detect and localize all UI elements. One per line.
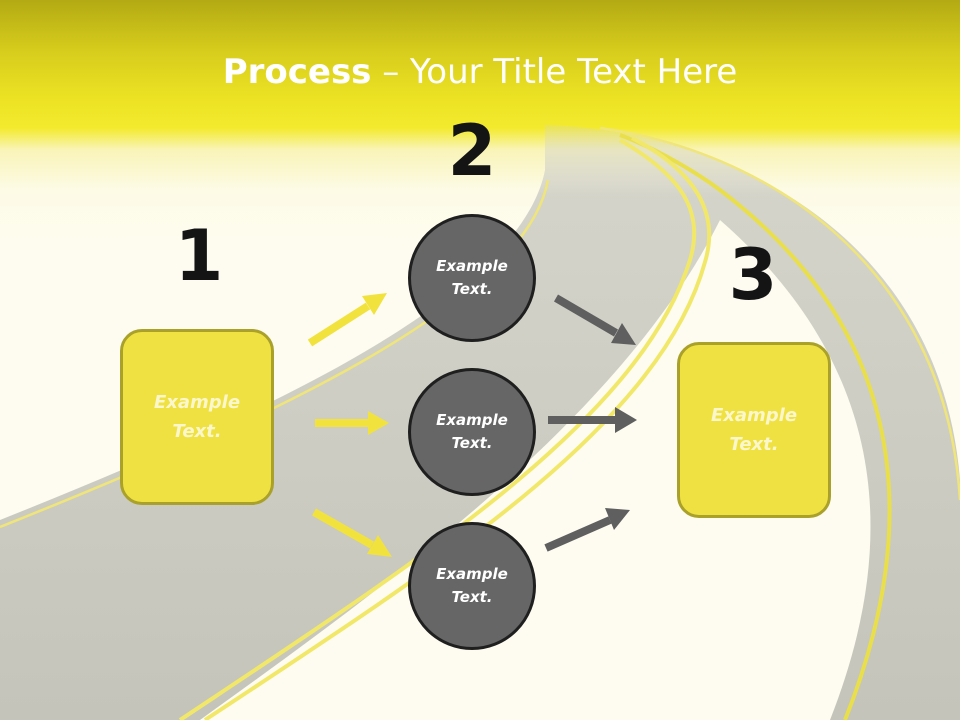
arrow-to-circle-top: [307, 293, 387, 347]
step-2-circle-middle: Example Text.: [408, 368, 536, 496]
title-bold: Process: [222, 52, 372, 92]
title-rest: – Your Title Text Here: [371, 52, 738, 92]
arrow-from-circle-top: [553, 294, 636, 345]
step-1-text-line1: Example: [153, 392, 241, 413]
step-number-1: 1: [174, 215, 224, 297]
arrow-to-circle-bottom: [312, 508, 392, 557]
page-title: Process – Your Title Text Here: [0, 52, 960, 92]
arrow-to-circle-middle: [315, 411, 389, 435]
circle-middle-text-line1: Example: [436, 411, 508, 429]
step-3-box: Example Text.: [677, 342, 831, 518]
step-number-2: 2: [447, 110, 497, 192]
step-number-3: 3: [728, 234, 778, 316]
circle-bottom-text-line2: Text.: [451, 588, 493, 606]
circle-bottom-text-line1: Example: [436, 565, 508, 583]
road-edge-line-right: [599, 126, 960, 501]
circle-top-text-line1: Example: [436, 257, 508, 275]
arrow-from-circle-bottom: [544, 508, 630, 552]
arrow-from-circle-middle: [548, 407, 637, 433]
step-1-text-line2: Text.: [172, 421, 222, 442]
step-1-box: Example Text.: [120, 329, 274, 505]
step-3-text-line2: Text.: [729, 434, 779, 455]
step-2-circle-top: Example Text.: [408, 214, 536, 342]
road-center-line-b: [203, 136, 712, 720]
road-outer-line-right: [619, 133, 892, 720]
road-edge-line-left: [0, 179, 550, 529]
circle-top-text-line2: Text.: [451, 280, 493, 298]
circle-middle-text-line2: Text.: [451, 434, 493, 452]
step-3-text-line1: Example: [710, 405, 798, 426]
road-center-line-a: [178, 138, 697, 720]
step-2-circle-bottom: Example Text.: [408, 522, 536, 650]
